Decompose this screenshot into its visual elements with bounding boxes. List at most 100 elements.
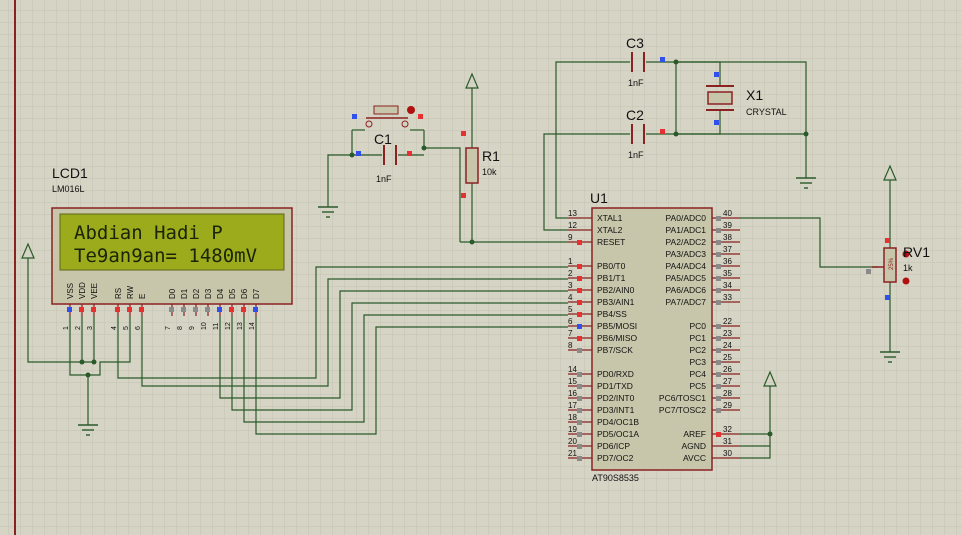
x1-value: CRYSTAL <box>746 107 787 117</box>
mcu-right-pin-number: 38 <box>723 233 732 242</box>
lcd-component[interactable]: LCD1 LM016L Abdian Hadi P Te9an9an= 1480… <box>51 165 293 330</box>
mcu-right-pin-number: 35 <box>723 269 732 278</box>
r1-component[interactable]: R1 10k <box>461 131 500 198</box>
mcu-left-pin-number: 3 <box>568 281 573 290</box>
lcd-pin-number: 1 <box>63 326 70 330</box>
lcd-pin-marker <box>139 307 144 312</box>
mcu-right-pin-number: 29 <box>723 401 732 410</box>
mcu-left-pin-marker <box>577 432 582 437</box>
reset-button-component[interactable] <box>352 105 423 128</box>
mcu-model: AT90S8535 <box>592 473 639 483</box>
mcu-right-pins: 40PA0/ADC039PA1/ADC138PA2/ADC237PA3/ADC3… <box>659 209 740 463</box>
mcu-left-pin-label: PB2/AIN0 <box>597 285 635 295</box>
mcu-right-pin-label: PC6/TOSC1 <box>659 393 706 403</box>
mcu-right-pin-label: PA1/ADC1 <box>666 225 707 235</box>
reset-button-state-icon <box>407 106 415 114</box>
lcd-pin-number: 10 <box>201 322 208 330</box>
mcu-left-pin-number: 14 <box>568 365 577 374</box>
lcd-pin-marker <box>67 307 72 312</box>
mcu-right-pin-label: PA6/ADC6 <box>666 285 707 295</box>
x1-component[interactable]: X1 CRYSTAL <box>706 72 787 125</box>
mcu-right-pin-label: PC5 <box>689 381 706 391</box>
lcd-pin-marker <box>91 307 96 312</box>
mcu-left-pin-label: PD0/RXD <box>597 369 634 379</box>
ground-icon <box>78 424 98 436</box>
mcu-right-pin-number: 39 <box>723 221 732 230</box>
power-terminal-icon <box>883 164 897 181</box>
rv1-component[interactable]: 25% RV1 1k <box>866 238 930 300</box>
mcu-right-pin-number: 31 <box>723 437 732 446</box>
lcd-pin-label: RW <box>126 285 135 299</box>
mcu-right-pin-label: PC4 <box>689 369 706 379</box>
mcu-left-pin-marker <box>577 420 582 425</box>
mcu-right-pin-label: AREF <box>683 429 706 439</box>
lcd-ref: LCD1 <box>52 165 88 181</box>
lcd-pin-number: 14 <box>249 322 256 330</box>
mcu-left-pin-marker <box>577 348 582 353</box>
mcu-right-pin-marker <box>716 300 721 305</box>
rv1-inc-icon <box>902 250 910 258</box>
power-terminal-icon <box>763 370 777 387</box>
lcd-pin-label: D5 <box>228 288 237 299</box>
rv1-pin-marker <box>885 238 890 243</box>
mcu-right-pin-label: PA7/ADC7 <box>666 297 707 307</box>
lcd-pin-number: 2 <box>75 326 82 330</box>
mcu-right-pin-marker <box>716 372 721 377</box>
mcu-right-pin-label: PA4/ADC4 <box>666 261 707 271</box>
lcd-pin-marker <box>253 307 258 312</box>
mcu-right-pin-marker <box>716 396 721 401</box>
mcu-right-pin-number: 25 <box>723 353 732 362</box>
mcu-left-pin-marker <box>577 240 582 245</box>
mcu-right-pin-label: AVCC <box>683 453 706 463</box>
c2-component[interactable]: C2 1nF <box>626 107 665 160</box>
reset-pin-marker-2 <box>418 114 423 119</box>
rv1-wiper-percent: 25% <box>889 257 895 270</box>
mcu-right-pin-label: PC1 <box>689 333 706 343</box>
r1-value: 10k <box>482 167 497 177</box>
mcu-right-pin-number: 22 <box>723 317 732 326</box>
c3-component[interactable]: C3 1nF <box>626 35 665 88</box>
mcu-right-pin-marker <box>716 360 721 365</box>
rv1-dec-icon <box>902 277 910 285</box>
mcu-left-pin-label: PD2/INT0 <box>597 393 635 403</box>
reset-button-contact-right <box>401 120 409 128</box>
lcd-pin-label: RS <box>114 288 123 299</box>
lcd-line-1: Abdian Hadi P <box>74 222 223 244</box>
mcu-left-pin-number: 2 <box>568 269 573 278</box>
c1-component[interactable]: C1 1nF <box>356 131 412 184</box>
c2-value: 1nF <box>628 150 644 160</box>
mcu-left-pin-marker <box>577 324 582 329</box>
mcu-left-pin-number: 4 <box>568 293 573 302</box>
reset-button-contact-left <box>365 120 373 128</box>
lcd-pin-marker <box>115 307 120 312</box>
lcd-pin-number: 9 <box>189 326 196 330</box>
mcu-left-pin-number: 17 <box>568 401 577 410</box>
mcu-left-pin-label: PD7/OC2 <box>597 453 634 463</box>
lcd-pin-marker <box>181 307 186 312</box>
lcd-pin-label: D2 <box>192 288 201 299</box>
lcd-pin-number: 5 <box>123 326 130 330</box>
lcd-pin-marker <box>193 307 198 312</box>
mcu-left-pin-number: 12 <box>568 221 577 230</box>
c3-value: 1nF <box>628 78 644 88</box>
lcd-pin-label: E <box>138 294 147 299</box>
r1-body <box>465 147 479 184</box>
lcd-pin-marker <box>205 307 210 312</box>
x1-ref: X1 <box>746 87 763 103</box>
lcd-pin-marker <box>79 307 84 312</box>
mcu-left-pin-marker <box>577 456 582 461</box>
lcd-pin-label: D0 <box>168 288 177 299</box>
c2-pin-marker <box>660 129 665 134</box>
r1-pin-marker-2 <box>461 193 466 198</box>
mcu-right-pin-label: PA5/ADC5 <box>666 273 707 283</box>
mcu-right-pin-label: PC7/TOSC2 <box>659 405 706 415</box>
mcu-right-pin-label: PC2 <box>689 345 706 355</box>
mcu-right-pin-marker <box>716 384 721 389</box>
power-terminals <box>21 72 897 387</box>
lcd-pin-marker <box>241 307 246 312</box>
mcu-left-pin-number: 13 <box>568 209 577 218</box>
mcu-left-pin-marker <box>577 264 582 269</box>
